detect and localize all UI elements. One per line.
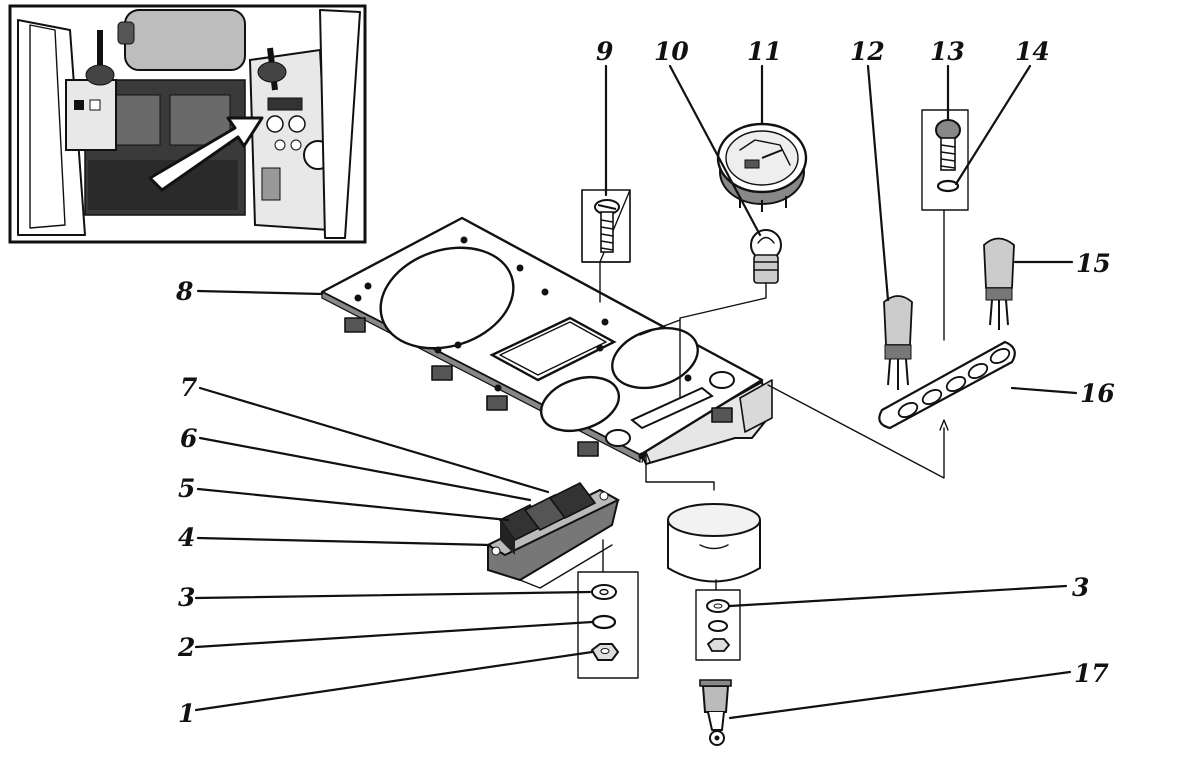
warning-lamp — [883, 295, 913, 390]
callout-15: 15 — [1076, 249, 1111, 278]
callout-14: 14 — [1015, 37, 1050, 66]
callout-5: 5 — [178, 474, 195, 503]
callout-3-right: 3 — [1072, 573, 1089, 602]
leader-lines — [194, 64, 1078, 720]
callout-17: 17 — [1074, 659, 1109, 688]
instrument-panel-plate — [320, 216, 773, 466]
callout-6: 6 — [180, 424, 197, 453]
callout-11: 11 — [747, 37, 782, 66]
callout-3-left: 3 — [178, 583, 195, 612]
callout-7: 7 — [180, 373, 198, 402]
cab-interior-inset — [8, 4, 367, 244]
gauge-cup — [641, 451, 761, 583]
callout-10: 10 — [654, 37, 689, 66]
bulb-socket — [699, 679, 732, 746]
callout-16: 16 — [1080, 379, 1115, 408]
callout-12: 12 — [850, 37, 885, 66]
round-gauge — [716, 122, 808, 212]
callout-13: 13 — [930, 37, 965, 66]
callout-numbers: 1 2 3 3 4 5 6 7 8 9 10 11 12 13 14 15 16… — [175, 37, 1115, 728]
callout-1: 1 — [178, 699, 195, 728]
indicator-bulb — [639, 229, 782, 399]
switch-block — [485, 481, 621, 589]
left-fastener-stack — [577, 539, 639, 679]
indicator-lamp — [983, 237, 1015, 330]
panel-screw — [581, 189, 631, 303]
callout-4: 4 — [178, 523, 195, 552]
callout-9: 9 — [596, 37, 613, 66]
callout-8: 8 — [175, 277, 193, 306]
right-fastener-stack — [695, 579, 741, 661]
callout-2: 2 — [177, 633, 195, 662]
lamp-strip-screw — [921, 109, 969, 341]
lamp-mounting-strip — [767, 340, 1016, 479]
